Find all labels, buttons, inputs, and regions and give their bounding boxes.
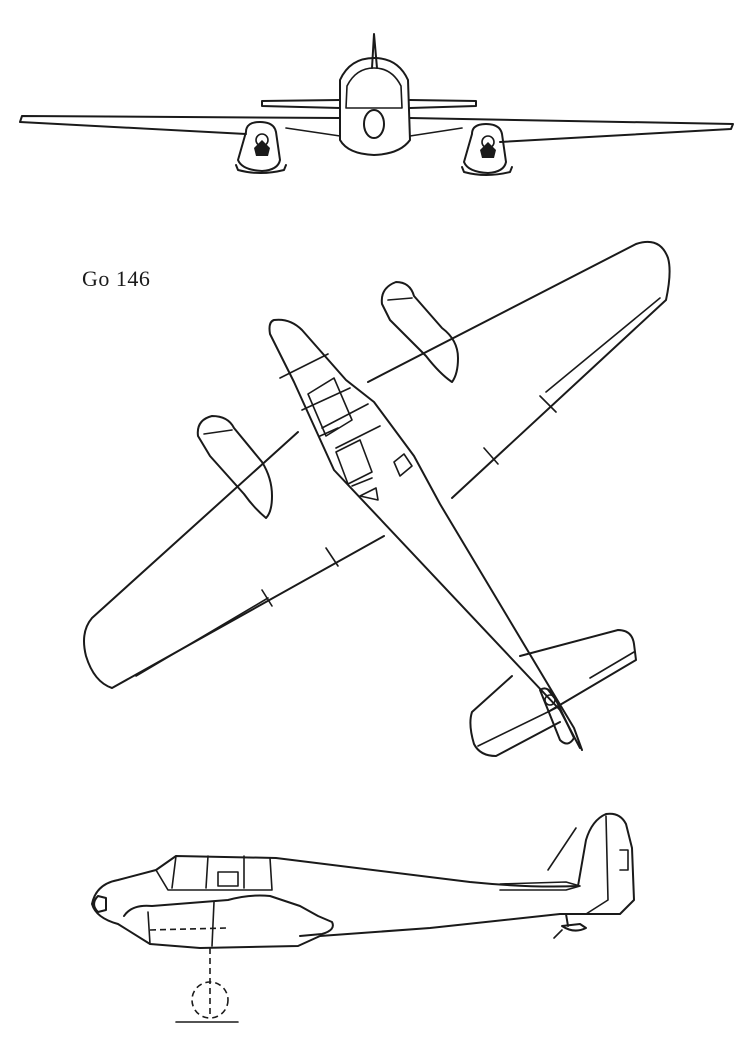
side-canopy <box>155 855 273 891</box>
top-aileron-left <box>135 547 339 677</box>
top-engine-right <box>380 281 459 383</box>
side-fin <box>547 815 629 915</box>
side-tail-wheel <box>561 913 587 932</box>
front-fin <box>371 33 378 69</box>
top-view <box>83 240 671 757</box>
side-fuselage <box>91 812 635 949</box>
front-cowling-intake <box>363 109 385 139</box>
aircraft-label: Go 146 <box>82 266 151 291</box>
side-engine-nacelle <box>93 894 334 947</box>
top-tailplane <box>469 629 637 757</box>
top-fuselage <box>268 318 583 751</box>
top-aileron-right <box>483 297 661 465</box>
side-main-wheel <box>191 981 229 1019</box>
side-view <box>91 812 635 1023</box>
front-tailplane <box>261 99 477 109</box>
front-view <box>19 33 734 176</box>
front-fuselage <box>339 57 411 156</box>
front-wing <box>19 115 734 143</box>
front-engine-left <box>235 121 287 174</box>
top-wing-left <box>83 431 385 689</box>
top-engine-left <box>196 415 273 519</box>
top-canopy <box>279 353 381 449</box>
side-window <box>217 871 239 887</box>
top-wing-right <box>367 240 671 499</box>
front-engine-right <box>461 123 513 176</box>
